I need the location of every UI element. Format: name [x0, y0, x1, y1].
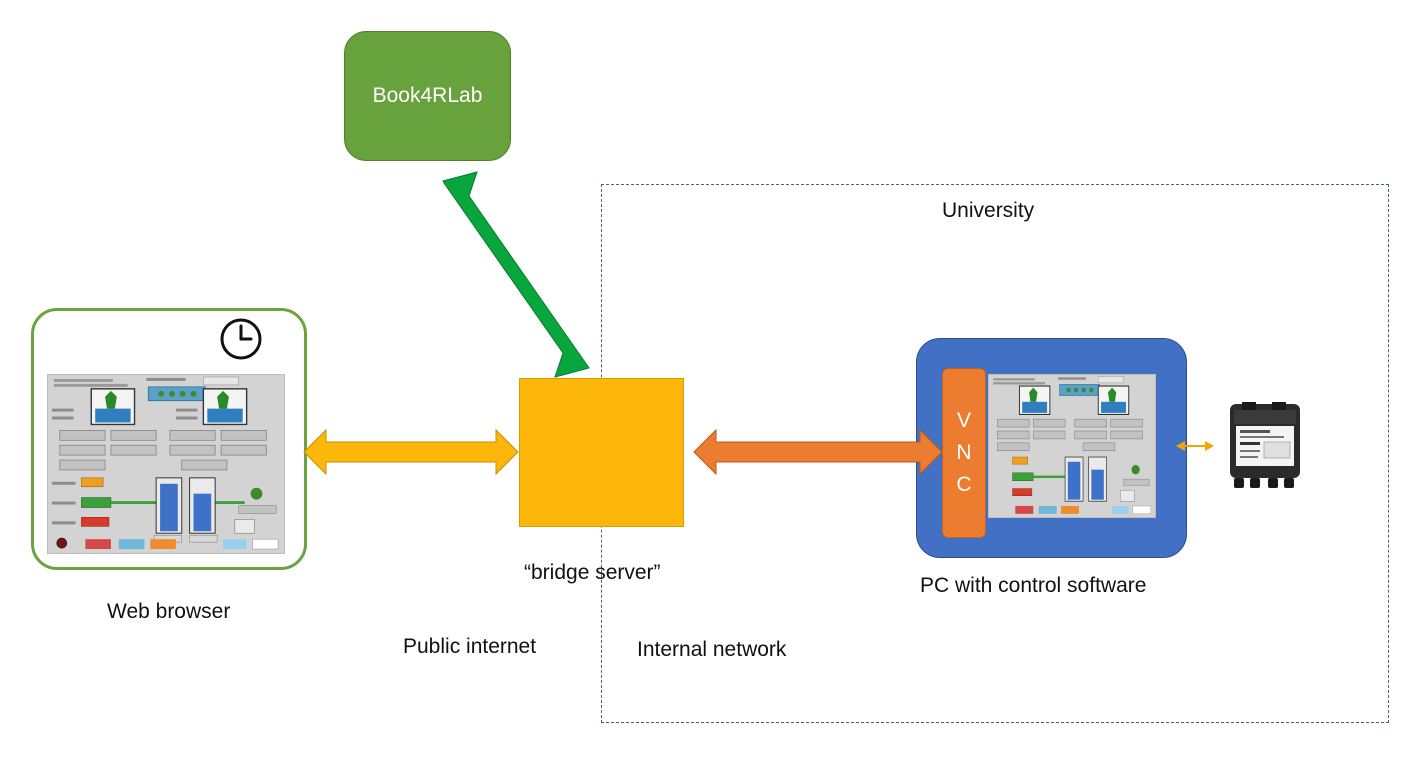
vnc-letter: C	[956, 473, 972, 496]
university-label: University	[942, 199, 1035, 222]
vnc-bar: V N C	[942, 368, 986, 538]
book4rlab-label: Book4RLab	[372, 84, 483, 107]
clock-icon	[220, 318, 262, 360]
hmi-screenshot	[988, 374, 1156, 518]
web-browser-label: Web browser	[107, 600, 231, 623]
hmi-screenshot	[47, 374, 285, 554]
vnc-letter: V	[956, 409, 971, 432]
book4rlab-bridge-arrow	[442, 171, 590, 378]
pc-label: PC with control software	[920, 574, 1147, 597]
vnc-letter: N	[956, 441, 972, 464]
public-internet-label: Public internet	[403, 635, 537, 658]
book4rlab-node: Book4RLab	[344, 31, 511, 161]
browser-bridge-arrow	[303, 428, 519, 476]
bridge-server-node	[519, 378, 684, 527]
internal-network-label: Internal network	[637, 638, 787, 661]
hardware-device-icon	[1230, 402, 1300, 488]
bridge-server-label: “bridge server”	[524, 561, 661, 584]
